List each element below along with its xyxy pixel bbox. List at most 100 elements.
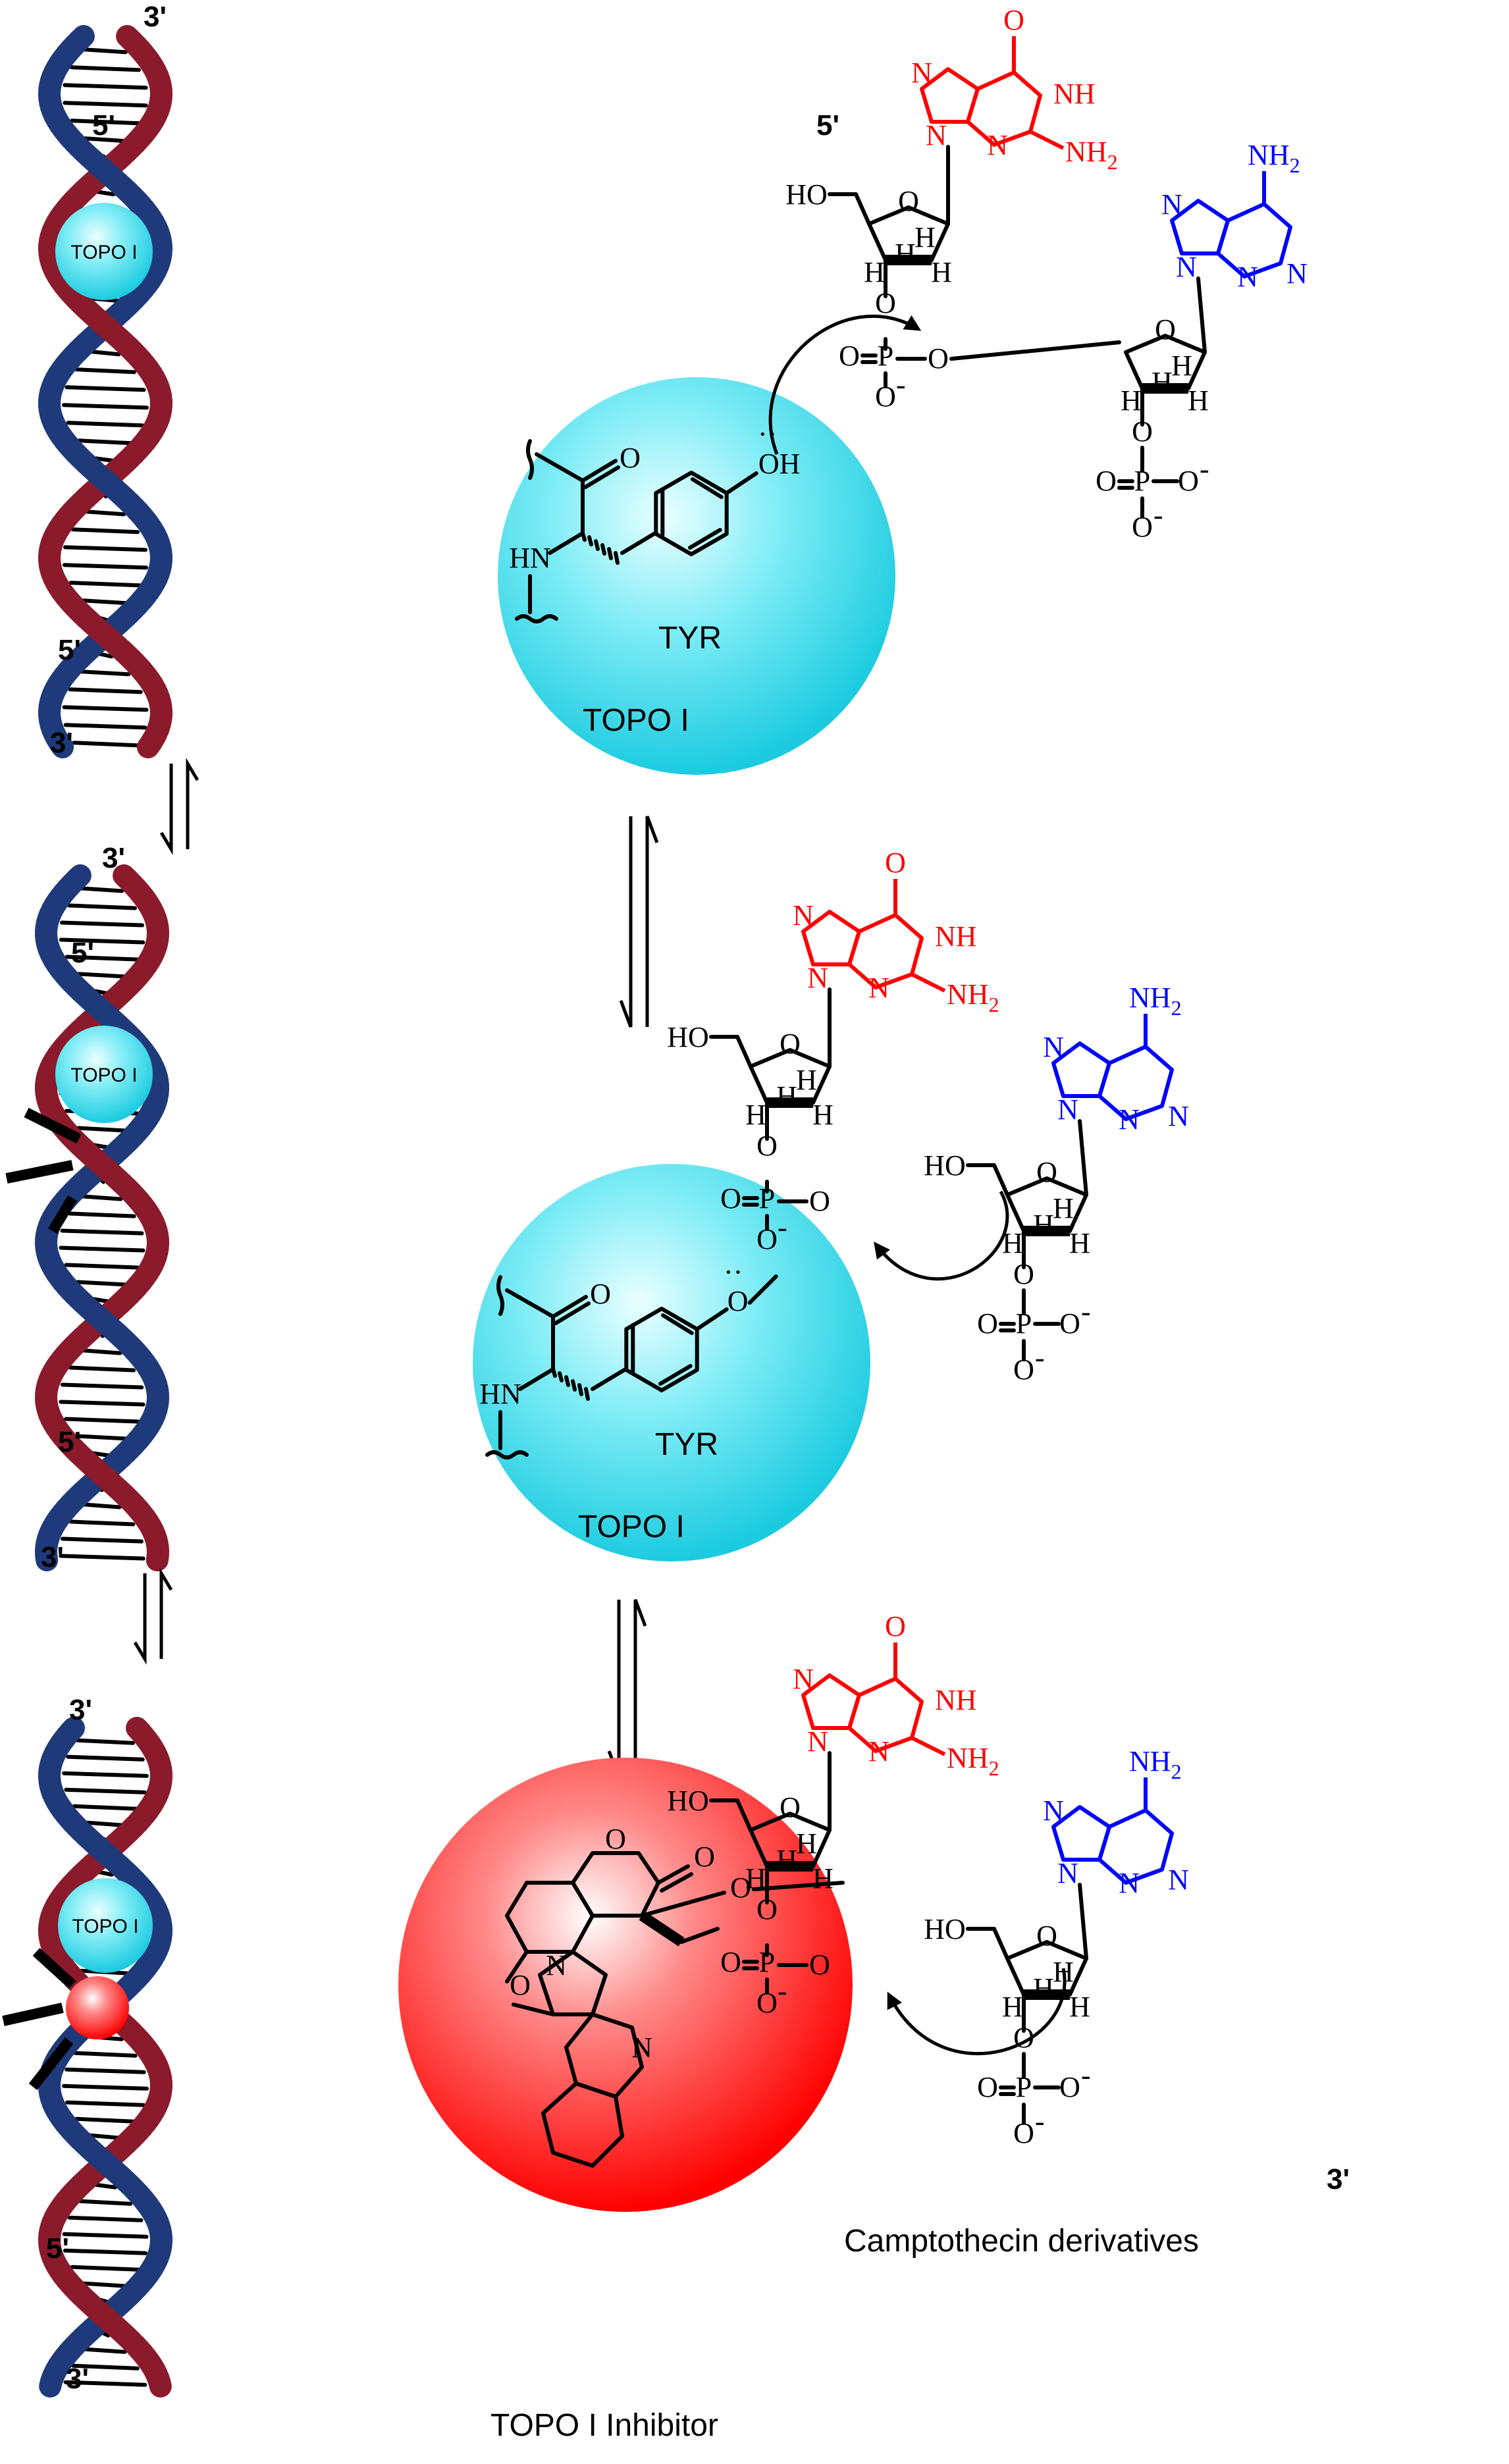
base-pair-rung (84, 2347, 127, 2354)
base-pair-rung (64, 1417, 140, 1424)
base-pair-rung (63, 2380, 147, 2387)
sugar-H: H (745, 1862, 766, 1895)
dna3-bottom-3prime: 3' (66, 2363, 89, 2395)
dna2-cleavage-marks (5, 1107, 82, 1234)
bond (614, 551, 620, 565)
phosphate-O: O (720, 1182, 741, 1215)
amine-bond (911, 972, 946, 993)
dna-helix-cleaved (35, 864, 169, 1571)
imidazole-ring (1051, 1805, 1111, 1862)
pyridone-O: O (510, 1969, 531, 2001)
backbone-blue (39, 2371, 63, 2398)
furanose-ring (1124, 334, 1207, 390)
phosphate-O: O (875, 287, 896, 319)
base-pair-rung (82, 1348, 122, 1355)
religation-arrow (873, 1190, 1009, 1281)
ring-N3: N (868, 1735, 889, 1768)
tyr-phosphate-bond (747, 1274, 778, 1305)
pyrrole-ring (538, 1950, 608, 2016)
sugar-H: H (1171, 350, 1192, 382)
dna3-bottom-5prime: 5' (46, 2232, 69, 2265)
aromatic-double (691, 477, 724, 499)
bond (679, 1927, 720, 1944)
tyr-label-1: TYR (658, 621, 722, 656)
backbone-blue (48, 731, 74, 758)
base-pair-rung (64, 1263, 140, 1270)
ring-N: N (1043, 1031, 1064, 1063)
imidazole-ring (801, 1673, 861, 1730)
bond (591, 1367, 627, 1391)
pyrimidine-ring (847, 913, 924, 989)
phosphorus: P (1016, 2071, 1032, 2103)
base-pair-rung (81, 1194, 123, 1201)
pyrimidine-ring (847, 1677, 924, 1753)
wavy-bond (515, 614, 558, 623)
base-pair-rung (68, 1365, 136, 1373)
base-pair-rung (70, 118, 141, 126)
sugar-H: H (1188, 384, 1209, 417)
base-pair-rung (95, 190, 116, 197)
ring-N: N (1043, 1795, 1064, 1827)
sugar-H: H (931, 256, 952, 288)
ring-N: N (911, 57, 932, 89)
ring-N3: N (868, 972, 889, 1004)
bridge-O: O (809, 1949, 830, 1981)
equilibrium-arrow-dna-2 (133, 1567, 173, 1665)
bond (581, 459, 618, 483)
base-pair-rung (66, 421, 145, 428)
ethyl-wedge (639, 1911, 685, 1947)
ring-NH: NH (935, 920, 977, 953)
base-pair-rung (74, 2116, 136, 2124)
phosphorus: P (1134, 465, 1150, 497)
bridge-O: O (928, 342, 949, 375)
sugar-H: H (1152, 366, 1173, 398)
phenol-OH: OH (758, 448, 801, 480)
phosphodiester-link (949, 340, 1121, 361)
base-pair-rung (70, 2265, 141, 2272)
bond (571, 1379, 577, 1392)
equilibrium-arrow-dna-1 (159, 757, 199, 856)
sugar-H: H (1121, 384, 1142, 417)
pyrimidine-ring (966, 70, 1042, 147)
base-pair-rung (76, 972, 128, 979)
base-pair-rung (97, 1870, 114, 1877)
hydroxyl-HO: HO (924, 1149, 966, 1182)
base-pair-rung (81, 598, 130, 606)
base-pair-rung (77, 438, 134, 446)
charge-label: - (1035, 1342, 1045, 1374)
base-pair-rung (59, 1245, 146, 1253)
imidazole-ring (1170, 199, 1230, 255)
base-pair-rung (80, 669, 131, 677)
aromatic-double (658, 1364, 693, 1386)
bond (554, 1301, 591, 1325)
lactone-carbonyl-O: O (694, 1841, 715, 1873)
guanine-NH2: NH2 (1065, 136, 1118, 174)
ring-O: O (1155, 313, 1176, 346)
base-pair-rung (73, 2051, 138, 2058)
inhibitor-sphere (398, 1758, 853, 2212)
adenine-NH2: NH2 (1129, 982, 1182, 1020)
sugar-H: H (914, 221, 936, 253)
bond (594, 539, 600, 551)
ring-N3: N (1237, 261, 1258, 293)
hydroxyl-HO: HO (785, 178, 828, 211)
bond (695, 1307, 729, 1331)
dna2-topo-sphere (55, 1026, 153, 1123)
ring-N9: N (807, 962, 828, 994)
base-pair-rung (61, 1536, 144, 1544)
guanine-NH2: NH2 (947, 1742, 999, 1780)
base-pair-rung (65, 2067, 146, 2074)
ring-fusion (1227, 202, 1265, 223)
phosphate-O: O (977, 2071, 998, 2103)
base-pair-rung (72, 1804, 139, 1811)
equilibrium-arrow-mech-1 (619, 816, 659, 1028)
bond (735, 1798, 753, 1832)
base-pair-rung (83, 136, 128, 144)
base-pair-rung (65, 955, 140, 962)
wavy-bond (526, 439, 534, 480)
phosphate-O: O (756, 1130, 778, 1162)
backbone-red (136, 731, 163, 758)
wavy-bond (496, 1275, 504, 1316)
dna1-bottom-5prime: 5' (58, 634, 81, 666)
